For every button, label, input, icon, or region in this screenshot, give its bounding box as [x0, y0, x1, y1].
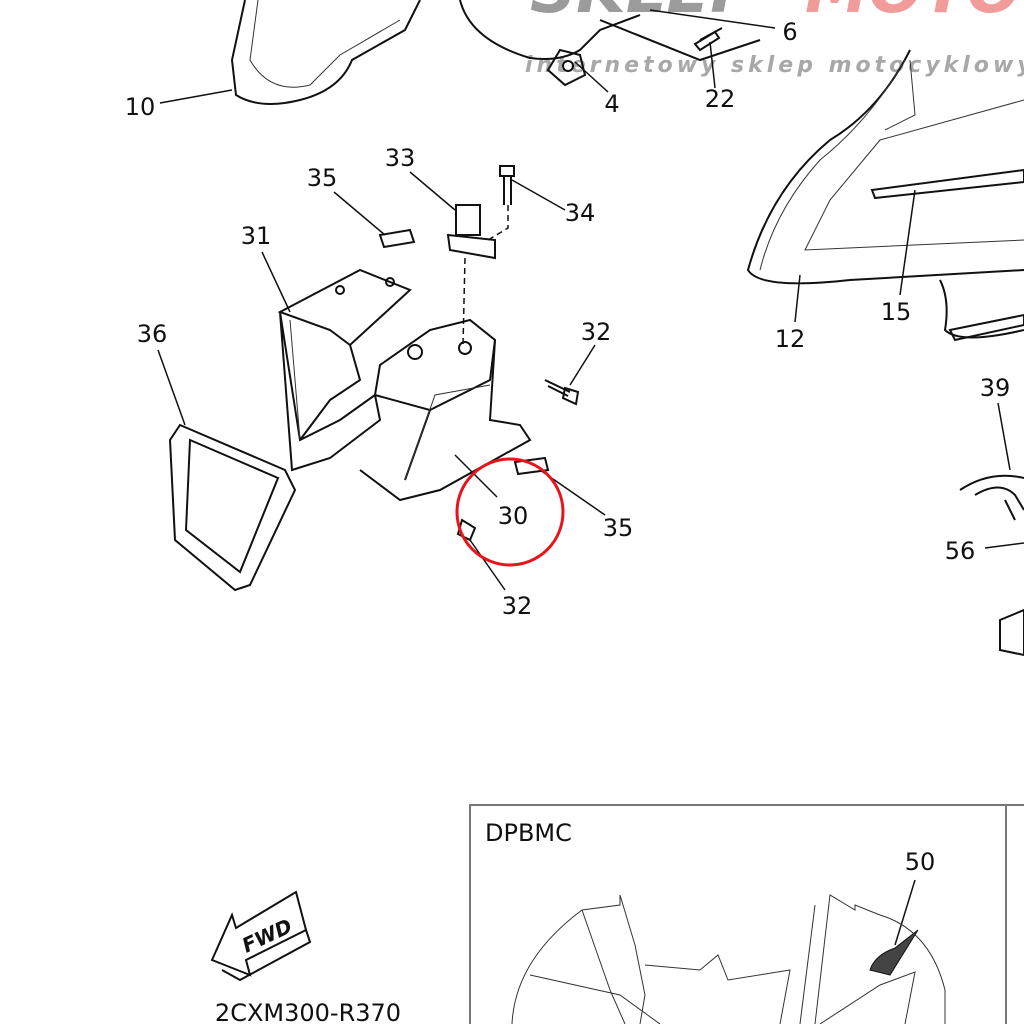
callout-30[interactable]: 30 — [498, 502, 529, 530]
callout-50[interactable]: 50 — [905, 848, 936, 876]
watermark: SKLEP MOTO internetowy sklep motocyklowy — [525, 0, 1024, 78]
callout-15[interactable]: 15 — [881, 298, 912, 326]
watermark-tagline: internetowy sklep motocyklowy — [525, 53, 1024, 78]
callouts: 10 4 22 6 33 35 34 31 36 32 15 12 39 30 … — [125, 18, 1011, 620]
part-33-sensor — [446, 204, 496, 346]
part-56-grommet — [999, 608, 1024, 657]
callout-34[interactable]: 34 — [565, 199, 596, 227]
callout-33[interactable]: 33 — [385, 144, 416, 172]
callout-10[interactable]: 10 — [125, 93, 156, 121]
watermark-brand-right: MOTO — [805, 0, 1021, 28]
part-12-cowl — [746, 49, 1024, 342]
callout-56[interactable]: 56 — [945, 537, 976, 565]
part-30-cover — [359, 318, 532, 502]
inset-dpbmc: DPBMC 50 — [469, 804, 1024, 1024]
part-10-cover — [230, 0, 421, 105]
part-50-emblem — [869, 929, 919, 976]
highlight-circle — [455, 457, 565, 567]
callout-32[interactable]: 32 — [581, 318, 612, 346]
watermark-brand-left: SKLEP — [530, 0, 757, 28]
fwd-arrow-icon: FWD — [210, 890, 312, 982]
callout-31[interactable]: 31 — [241, 222, 272, 250]
part-34-bolt — [487, 165, 515, 241]
front-fairing-outline — [511, 894, 946, 1024]
inset-title: DPBMC — [485, 819, 572, 847]
part-36-frame — [168, 423, 297, 592]
callout-35[interactable]: 35 — [307, 164, 338, 192]
diagram-code: 2CXM300-R370 — [215, 999, 401, 1024]
callout-39[interactable]: 39 — [980, 374, 1011, 402]
callout-22[interactable]: 22 — [705, 85, 736, 113]
part-39-clip — [959, 474, 1024, 521]
callout-35b[interactable]: 35 — [603, 514, 634, 542]
callout-36[interactable]: 36 — [137, 320, 168, 348]
callout-32b[interactable]: 32 — [502, 592, 533, 620]
callout-12[interactable]: 12 — [775, 325, 806, 353]
callout-6[interactable]: 6 — [782, 18, 797, 46]
leader-lines — [157, 9, 1024, 591]
callout-4[interactable]: 4 — [604, 90, 619, 118]
part-35-pad — [378, 228, 550, 476]
part-4-bracket — [459, 0, 761, 87]
part-31-bracket — [277, 268, 412, 472]
